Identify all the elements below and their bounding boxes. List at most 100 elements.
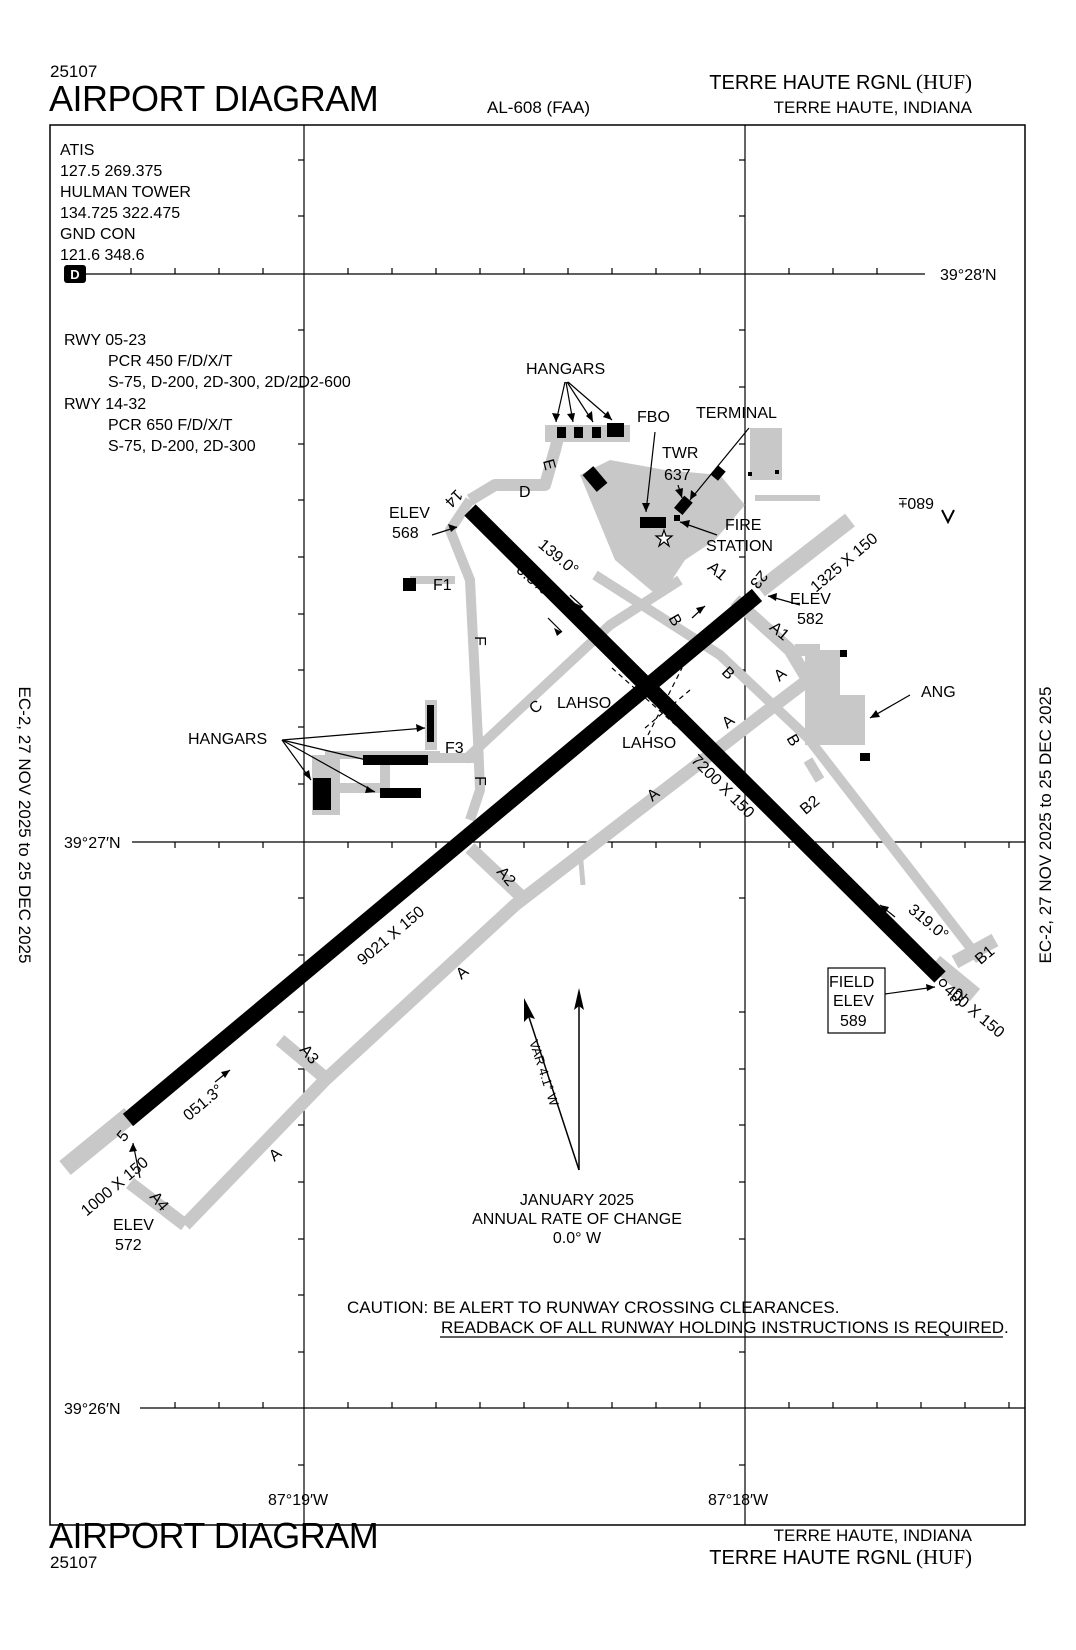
ang-ramp <box>805 650 865 745</box>
magnetic-north-arrow-icon <box>524 998 535 1022</box>
rwy-info-2-gear: S-75, D-200, 2D-300 <box>108 438 256 455</box>
taxiway-a1-path <box>730 595 814 684</box>
atis-badge-letter: D <box>70 267 79 282</box>
hangars-label-west: HANGARS <box>188 731 267 748</box>
taxiway-a4-path <box>126 1177 189 1231</box>
buildings <box>313 423 870 810</box>
ang-label: ANG <box>921 684 956 701</box>
f1-hangar <box>403 578 416 591</box>
tower-label: TWR <box>662 445 698 462</box>
taxiway-e-label: E <box>539 457 558 472</box>
fbo-building <box>640 517 666 528</box>
lahso-label-2: LAHSO <box>622 735 676 752</box>
chart-number-top: 25107 <box>50 62 98 81</box>
magnetic-variation <box>524 988 584 1171</box>
hangar-3 <box>592 427 601 438</box>
elev-05-value: 572 <box>115 1237 142 1254</box>
tower-elevation: 637 <box>664 467 691 484</box>
magnetic-north-line <box>524 1004 580 1171</box>
city-top: TERRE HAUTE, INDIANA <box>773 98 972 117</box>
hangars-label-north: HANGARS <box>526 361 605 378</box>
elev-23-value: 582 <box>797 611 824 628</box>
taxiway-b2-label: B2 <box>797 793 823 819</box>
elev-05-label: ELEV <box>113 1217 154 1234</box>
elev-14-value: 568 <box>392 525 419 542</box>
airport-name-footer: TERRE HAUTE RGNL <box>709 1547 912 1569</box>
true-north-arrow-icon <box>574 988 584 1010</box>
hangar-row-1 <box>363 755 428 765</box>
lon-label-right: 87°18′W <box>708 1492 769 1509</box>
taxiway-b-path <box>592 570 984 964</box>
beacon-icon <box>654 528 674 548</box>
field-elev-label-2: ELEV <box>833 993 874 1010</box>
field-elevation-point-icon <box>938 978 948 988</box>
taxiway-f3-label: F3 <box>445 740 464 757</box>
station-label: STATION <box>706 538 773 555</box>
hangar-5 <box>582 466 608 492</box>
lat-label-mid: 39°27′N <box>64 835 121 852</box>
grid-ticks <box>130 159 1010 1466</box>
rwy-info-1: RWY 05-23 <box>64 332 146 349</box>
mag-rate-label: ANNUAL RATE OF CHANGE <box>472 1211 682 1228</box>
ang-building <box>860 753 870 761</box>
lahso-label-1: LAHSO <box>557 695 611 712</box>
caution-line-1: CAUTION: BE ALERT TO RUNWAY CROSSING CLE… <box>347 1298 840 1317</box>
taxiway-b-label-3: B <box>783 732 803 750</box>
taxiway-d-label: D <box>519 484 531 501</box>
comm-line-6: 121.6 348.6 <box>60 247 145 264</box>
chart-title-top: AIRPORT DIAGRAM <box>49 78 379 119</box>
taxiway-a2-path <box>465 843 530 905</box>
terminal-building <box>710 465 726 481</box>
rwy-info-1-gear: S-75, D-200, 2D-300, 2D/2D2-600 <box>108 374 351 391</box>
comm-line-2: 127.5 269.375 <box>60 163 162 180</box>
hangar-2 <box>574 427 583 438</box>
procedure-number: AL-608 (FAA) <box>487 98 590 117</box>
city-bottom: TERRE HAUTE, INDIANA <box>773 1526 972 1545</box>
comm-line-5: GND CON <box>60 226 136 243</box>
lat-label-top: 39°28′N <box>940 267 997 284</box>
field-elev-value: 589 <box>840 1013 867 1030</box>
taxiway-a1-label-1: A1 <box>704 559 730 585</box>
lon-label-left: 87°19′W <box>268 1492 329 1509</box>
elev-14-label: ELEV <box>389 505 430 522</box>
runway-14-32 <box>464 504 946 983</box>
rwy-info-2: RWY 14-32 <box>64 396 146 413</box>
airport-name-top: TERRE HAUTE RGNL (HUF) <box>709 70 972 95</box>
chart-number-bottom: 25107 <box>50 1553 98 1572</box>
obstacle-height: 680± <box>898 494 934 511</box>
lahso-lines <box>611 667 691 739</box>
arrowheads <box>129 411 935 1152</box>
field-elevation-box <box>827 967 886 1034</box>
taxiway-d-path <box>466 428 566 506</box>
tower-building <box>674 495 693 515</box>
field-elev-label-1: FIELD <box>829 974 874 991</box>
comm-line-1: ATIS <box>60 142 94 159</box>
hangar-1 <box>557 427 566 438</box>
map-frame <box>49 124 1026 1526</box>
hangar-4 <box>607 423 624 437</box>
taxiway-a-label-1: A <box>771 665 790 685</box>
taxiway-a3-path <box>275 1035 335 1087</box>
f3-hangar <box>427 705 434 742</box>
mag-rate: 0.0° W <box>553 1230 602 1247</box>
taxiway-f-label-2: F <box>471 776 488 786</box>
caution-line-2: READBACK OF ALL RUNWAY HOLDING INSTRUCTI… <box>441 1318 1009 1337</box>
heading-051: 051.3° <box>180 1082 227 1125</box>
hangar-west <box>313 778 331 810</box>
chart-title-bottom: AIRPORT DIAGRAM <box>49 1515 379 1556</box>
airport-name: TERRE HAUTE RGNL <box>709 72 912 94</box>
map-text: ATIS 127.5 269.375 HULMAN TOWER 134.725 … <box>60 142 1009 1509</box>
comm-line-3: HULMAN TOWER <box>60 184 191 201</box>
fbo-label: FBO <box>637 409 670 426</box>
terminal-label: TERMINAL <box>696 405 777 422</box>
lat-lon-grid <box>80 125 1025 1525</box>
main-apron <box>580 460 745 598</box>
fire-label: FIRE <box>725 517 761 534</box>
comm-line-4: 134.725 322.475 <box>60 205 180 222</box>
rwy-info-2-pcr: PCR 650 F/D/X/T <box>108 417 233 434</box>
atis-badge-icon <box>64 265 86 283</box>
taxiway-f1-label: F1 <box>433 577 452 594</box>
rwy-info-1-pcr: PCR 450 F/D/X/T <box>108 353 233 370</box>
taxiway-f-label-1: F <box>471 636 488 646</box>
elev-23-label: ELEV <box>790 591 831 608</box>
